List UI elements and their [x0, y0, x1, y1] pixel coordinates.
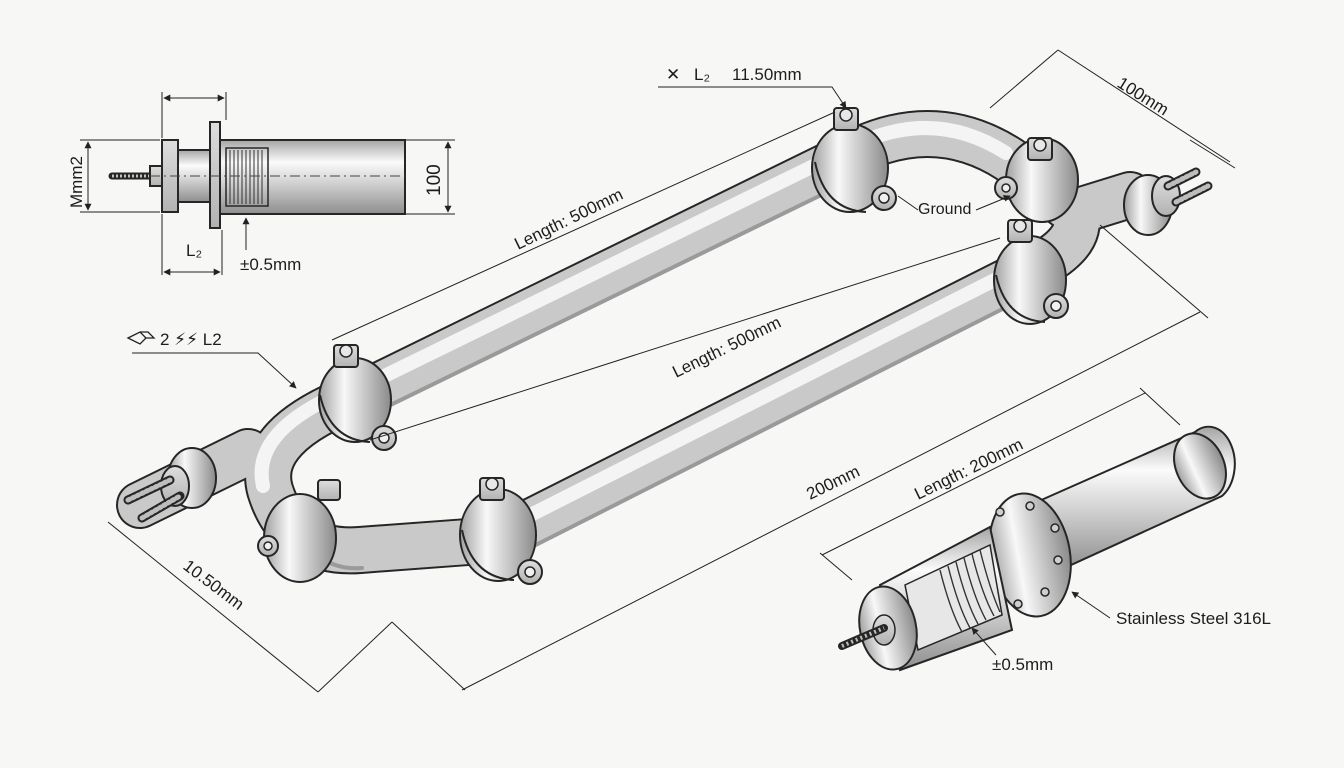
- pipe-clamp: [993, 219, 1069, 325]
- top-note-value: 11.50mm: [732, 65, 802, 84]
- pencil-icon: [126, 331, 156, 345]
- detail-cylinder-view: [838, 425, 1236, 672]
- pipe-clamp: [994, 137, 1079, 223]
- left-terminal-fitting: [123, 447, 217, 523]
- top-note-ref: L₂: [694, 65, 710, 84]
- right-terminal-fitting: [1123, 167, 1213, 236]
- bottom-dimension: 200mm: [803, 462, 862, 504]
- right-top-dimension: 100mm: [1114, 73, 1172, 119]
- top-note-symbol: ✕: [666, 65, 680, 84]
- left-note-label: 2 ⚡⚡ L2: [160, 330, 222, 349]
- left-dimension: 10.50mm: [180, 556, 248, 614]
- detail-tolerance-label: ±0.5mm: [992, 655, 1053, 674]
- pipe-clamp: [811, 107, 897, 213]
- ground-label: Ground: [918, 201, 971, 218]
- detail-length-label: Length: 200mm: [911, 435, 1026, 504]
- top-length-label: Length: 500mm: [511, 185, 626, 254]
- inset-ref-label: L₂: [186, 241, 202, 260]
- pipe-clamp: [257, 479, 341, 583]
- dimension-lines: [107, 49, 1236, 693]
- inset-side-view: [80, 92, 455, 276]
- pipe-loop-assembly: [116, 107, 1213, 585]
- middle-length-label: Length: 500mm: [669, 313, 784, 382]
- pipe-clamp: [459, 477, 543, 585]
- material-label: Stainless Steel 316L: [1116, 609, 1271, 628]
- inset-height-dimension: 100: [424, 164, 445, 196]
- inset-tolerance-label: ±0.5mm: [240, 255, 301, 274]
- inset-side-dimension: Mmm2: [67, 156, 86, 208]
- pipe-clamp: [318, 344, 397, 451]
